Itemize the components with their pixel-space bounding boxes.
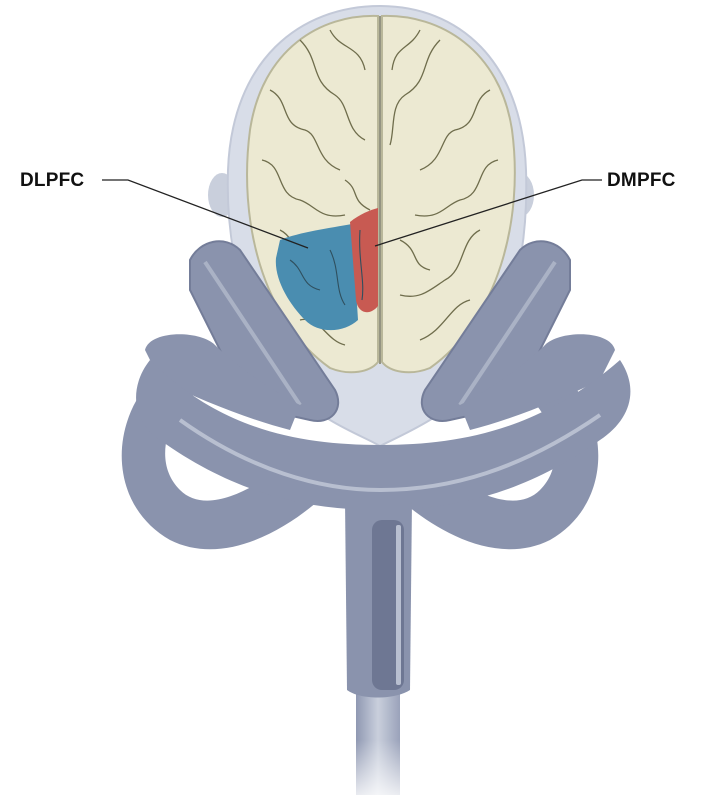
tms-coil	[121, 240, 631, 698]
brain-sulci	[261, 29, 499, 346]
dlpfc-region	[275, 224, 358, 331]
dlpfc-label: DLPFC	[20, 170, 85, 191]
dmpfc-region	[350, 208, 378, 313]
dmpfc-label: DMPFC	[607, 170, 676, 191]
region-sulci	[289, 229, 364, 306]
coil-rod	[356, 690, 400, 795]
brain	[246, 14, 516, 374]
leader-lines	[102, 179, 602, 249]
